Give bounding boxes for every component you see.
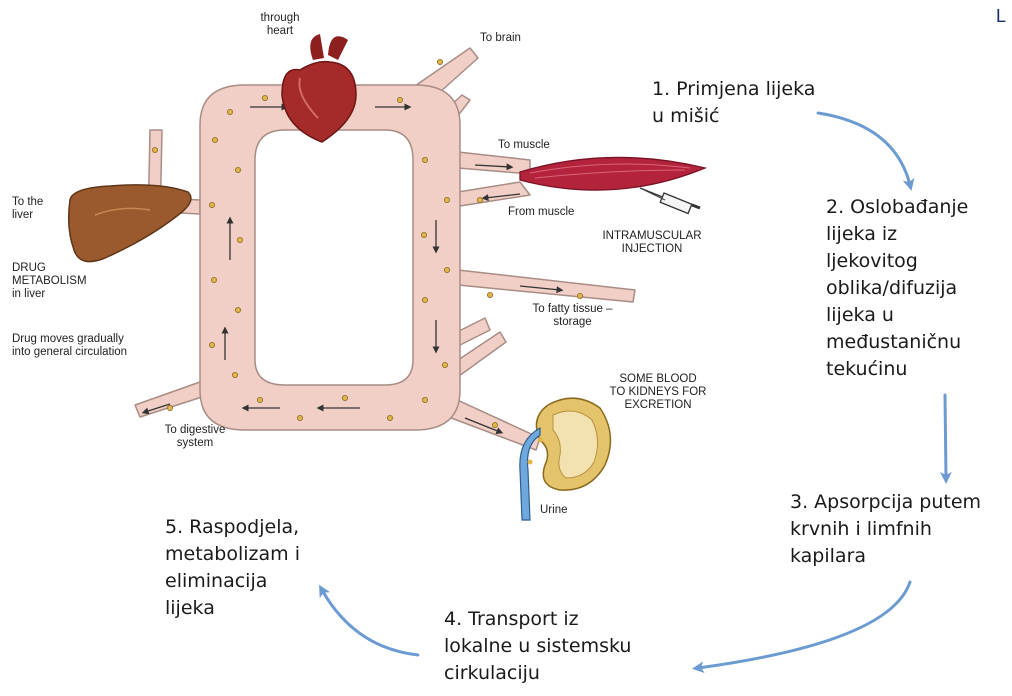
step-4-text: 4. Transport iz lokalne u sistemsku cirk… bbox=[444, 606, 631, 687]
arrow-3-to-4 bbox=[698, 582, 910, 668]
label-to-digestive: To digestive system bbox=[150, 424, 240, 450]
label-some-blood-to-kidneys: SOME BLOOD TO KIDNEYS FOR EXCRETION bbox=[598, 373, 718, 412]
step-2-text: 2. Oslobađanje lijeka iz ljekovitog obli… bbox=[826, 194, 968, 383]
label-from-muscle: From muscle bbox=[508, 206, 574, 219]
muscle-branch-in bbox=[458, 152, 530, 174]
label-to-fatty-tissue: To fatty tissue – storage bbox=[505, 303, 640, 329]
arrow-1-to-2 bbox=[818, 113, 910, 185]
label-to-muscle: To muscle bbox=[498, 139, 550, 152]
label-to-brain: To brain bbox=[480, 32, 521, 45]
label-intramuscular-injection: INTRAMUSCULAR INJECTION bbox=[592, 230, 712, 256]
step-5-text: 5. Raspodjela, metabolizam i eliminacija… bbox=[165, 514, 300, 622]
kidney-icon bbox=[520, 398, 611, 520]
step-1-text: 1. Primjena lijeka u mišić bbox=[652, 76, 815, 130]
label-through-heart: through heart bbox=[240, 12, 320, 38]
arrow-2-to-3 bbox=[945, 395, 946, 478]
label-drug-moves: Drug moves gradually into general circul… bbox=[12, 333, 127, 359]
label-to-liver: To the liver bbox=[12, 196, 43, 222]
liver-icon bbox=[69, 185, 191, 262]
step-3-text: 3. Apsorpcija putem krvnih i limfnih kap… bbox=[790, 489, 981, 570]
arrow-4-to-5 bbox=[322, 590, 418, 655]
muscle-icon bbox=[520, 157, 705, 190]
label-pointers bbox=[640, 188, 665, 200]
corner-mark: L bbox=[996, 6, 1006, 26]
label-drug-metabolism: DRUG METABOLISM in liver bbox=[12, 262, 87, 301]
fatty-tissue-branch bbox=[458, 270, 635, 302]
label-urine: Urine bbox=[540, 504, 567, 517]
